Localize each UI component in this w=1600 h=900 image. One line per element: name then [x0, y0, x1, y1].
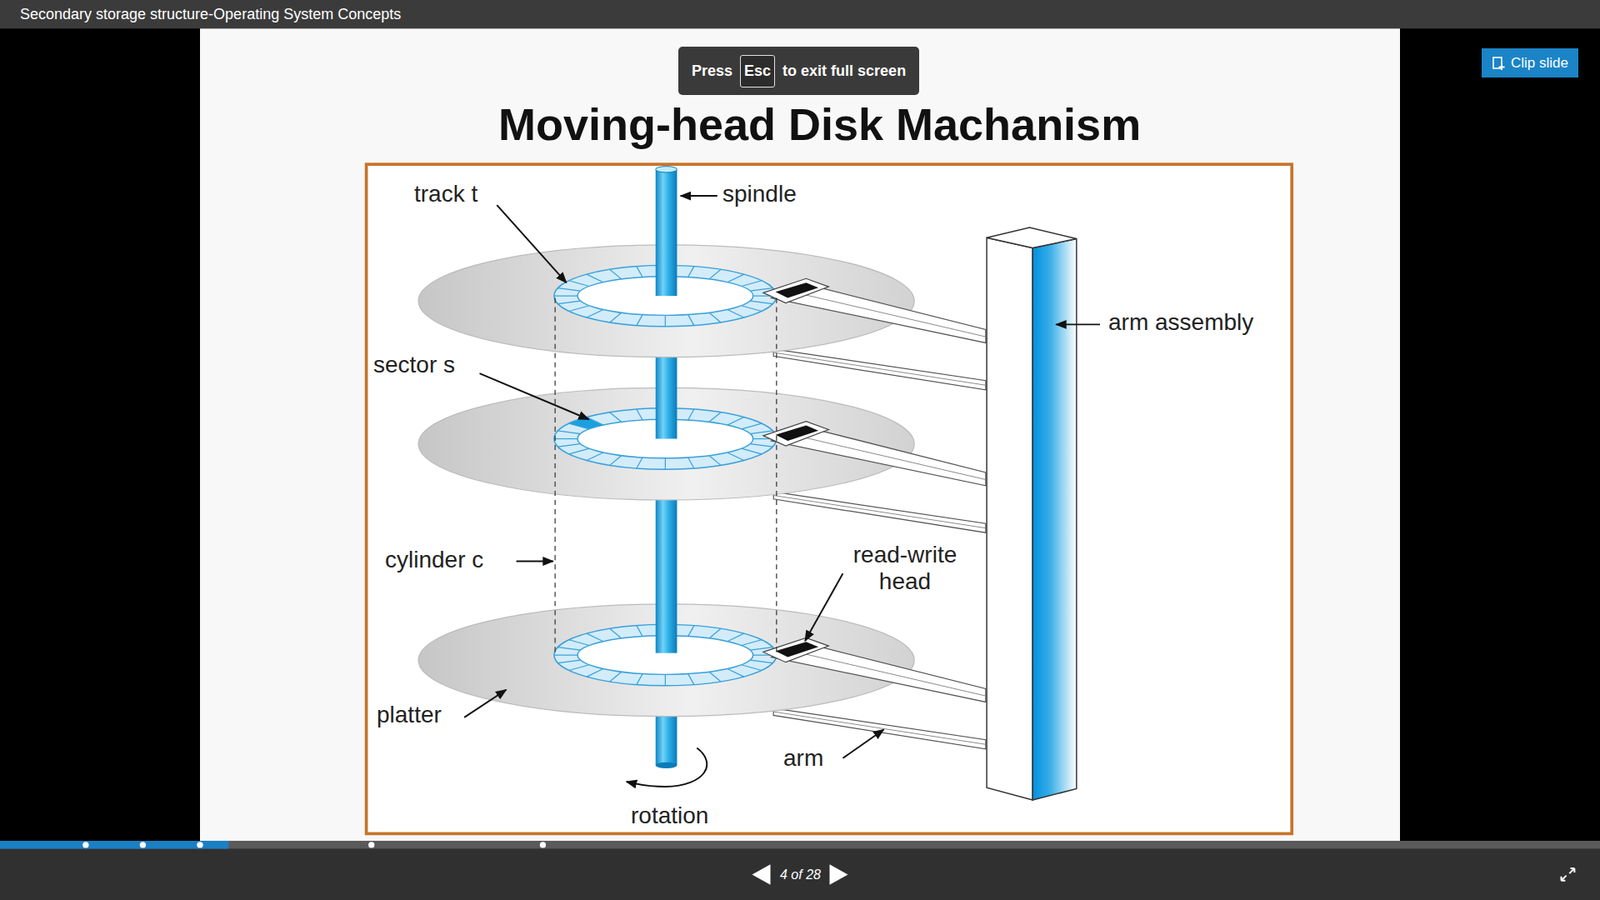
- part-label: arm: [783, 745, 824, 772]
- viewer-title: Secondary storage structure-Operating Sy…: [20, 5, 401, 24]
- fullscreen-hint: Press Esc to exit full screen: [678, 46, 920, 95]
- sector-divider: [586, 310, 604, 319]
- arm-assembly: [986, 227, 1077, 800]
- sector-divider: [610, 312, 622, 323]
- sector-divider: [610, 628, 622, 639]
- sector-divider: [750, 660, 773, 664]
- sector-divider: [610, 269, 622, 280]
- leader-lines: [464, 195, 1100, 787]
- sector-divider: [586, 669, 604, 678]
- sector-divider: [688, 409, 695, 420]
- sector-divider: [569, 280, 590, 287]
- sector-divider: [557, 660, 580, 664]
- sector-divider: [610, 412, 622, 423]
- sector-divider: [709, 671, 721, 682]
- sector-divider: [569, 305, 590, 312]
- sector-divider: [750, 444, 773, 448]
- sector-divider: [557, 300, 580, 305]
- sector-divider: [636, 266, 643, 278]
- sector-divider: [750, 300, 773, 305]
- part-label: track t: [414, 180, 478, 208]
- hint-text: to exit full screen: [782, 62, 906, 80]
- sector-divider: [688, 266, 695, 278]
- sector-divider: [727, 669, 745, 678]
- key-cap: Esc: [740, 55, 775, 88]
- sector-divider: [636, 625, 643, 637]
- sector-divider: [569, 640, 590, 646]
- figure-frame: [366, 164, 1293, 834]
- button-label: Clip slide: [1510, 55, 1569, 72]
- slide-title: Moving-head Disk Machanism: [498, 98, 1141, 150]
- sector-divider: [688, 674, 695, 685]
- sector-divider: [665, 315, 666, 326]
- sector-divider: [709, 628, 721, 639]
- sector-divider: [688, 457, 695, 469]
- key-label: Esc: [744, 62, 771, 80]
- sector-divider: [636, 315, 643, 326]
- part-label: rotation: [630, 802, 709, 830]
- sector-divider: [741, 448, 762, 455]
- sector-divider: [569, 448, 590, 455]
- part-label: spindle: [722, 180, 797, 208]
- sector-divider: [709, 412, 721, 423]
- sector-divider: [727, 274, 745, 283]
- sector-divider: [557, 430, 580, 435]
- sector-divider: [665, 674, 666, 685]
- sector-divider: [636, 674, 643, 685]
- sector-divider: [709, 269, 721, 280]
- part-label: read-write head: [834, 541, 976, 595]
- clip-icon-plus: [1499, 64, 1505, 70]
- sector-divider: [569, 423, 590, 430]
- sector-divider: [586, 417, 604, 426]
- sector-divider: [569, 665, 590, 671]
- sector-divider: [636, 409, 643, 420]
- cylinder-outline: [555, 298, 777, 654]
- sector-divider: [665, 458, 666, 470]
- sector-divider: [727, 310, 745, 319]
- sector-divider: [586, 274, 604, 283]
- slide-counter: 4 of 28: [780, 867, 821, 883]
- sector-divider: [741, 640, 762, 646]
- sector-divider: [557, 647, 580, 651]
- sector-divider: [741, 280, 762, 287]
- sector-divider: [727, 452, 745, 461]
- part-label: arm assembly: [1108, 309, 1254, 336]
- sector-divider: [727, 417, 745, 426]
- sector-divider: [586, 452, 604, 461]
- disk-stack: [418, 166, 986, 769]
- sector-divider: [688, 625, 695, 637]
- sector-divider: [727, 633, 745, 642]
- hint-text: Press: [691, 62, 733, 80]
- sector-divider: [636, 457, 643, 469]
- sector-divider: [610, 671, 622, 682]
- clip-icon: [1491, 55, 1505, 71]
- sector-divider: [709, 455, 721, 466]
- sector-divider: [554, 438, 578, 440]
- sector-divider: [610, 455, 622, 466]
- sector-divider: [554, 295, 578, 296]
- sector-divider: [741, 665, 762, 671]
- sector-divider: [741, 423, 762, 430]
- sector-divider: [557, 288, 580, 292]
- sector-divider: [586, 633, 604, 642]
- part-label: platter: [376, 701, 442, 729]
- part-label: sector s: [373, 351, 455, 379]
- sector-divider: [554, 655, 578, 656]
- sector-divider: [688, 315, 695, 326]
- sector-divider: [741, 305, 762, 312]
- part-label: cylinder c: [385, 546, 484, 574]
- sector-divider: [709, 312, 721, 323]
- clip-button: Clip slide: [1481, 48, 1579, 78]
- sector-divider: [557, 444, 580, 448]
